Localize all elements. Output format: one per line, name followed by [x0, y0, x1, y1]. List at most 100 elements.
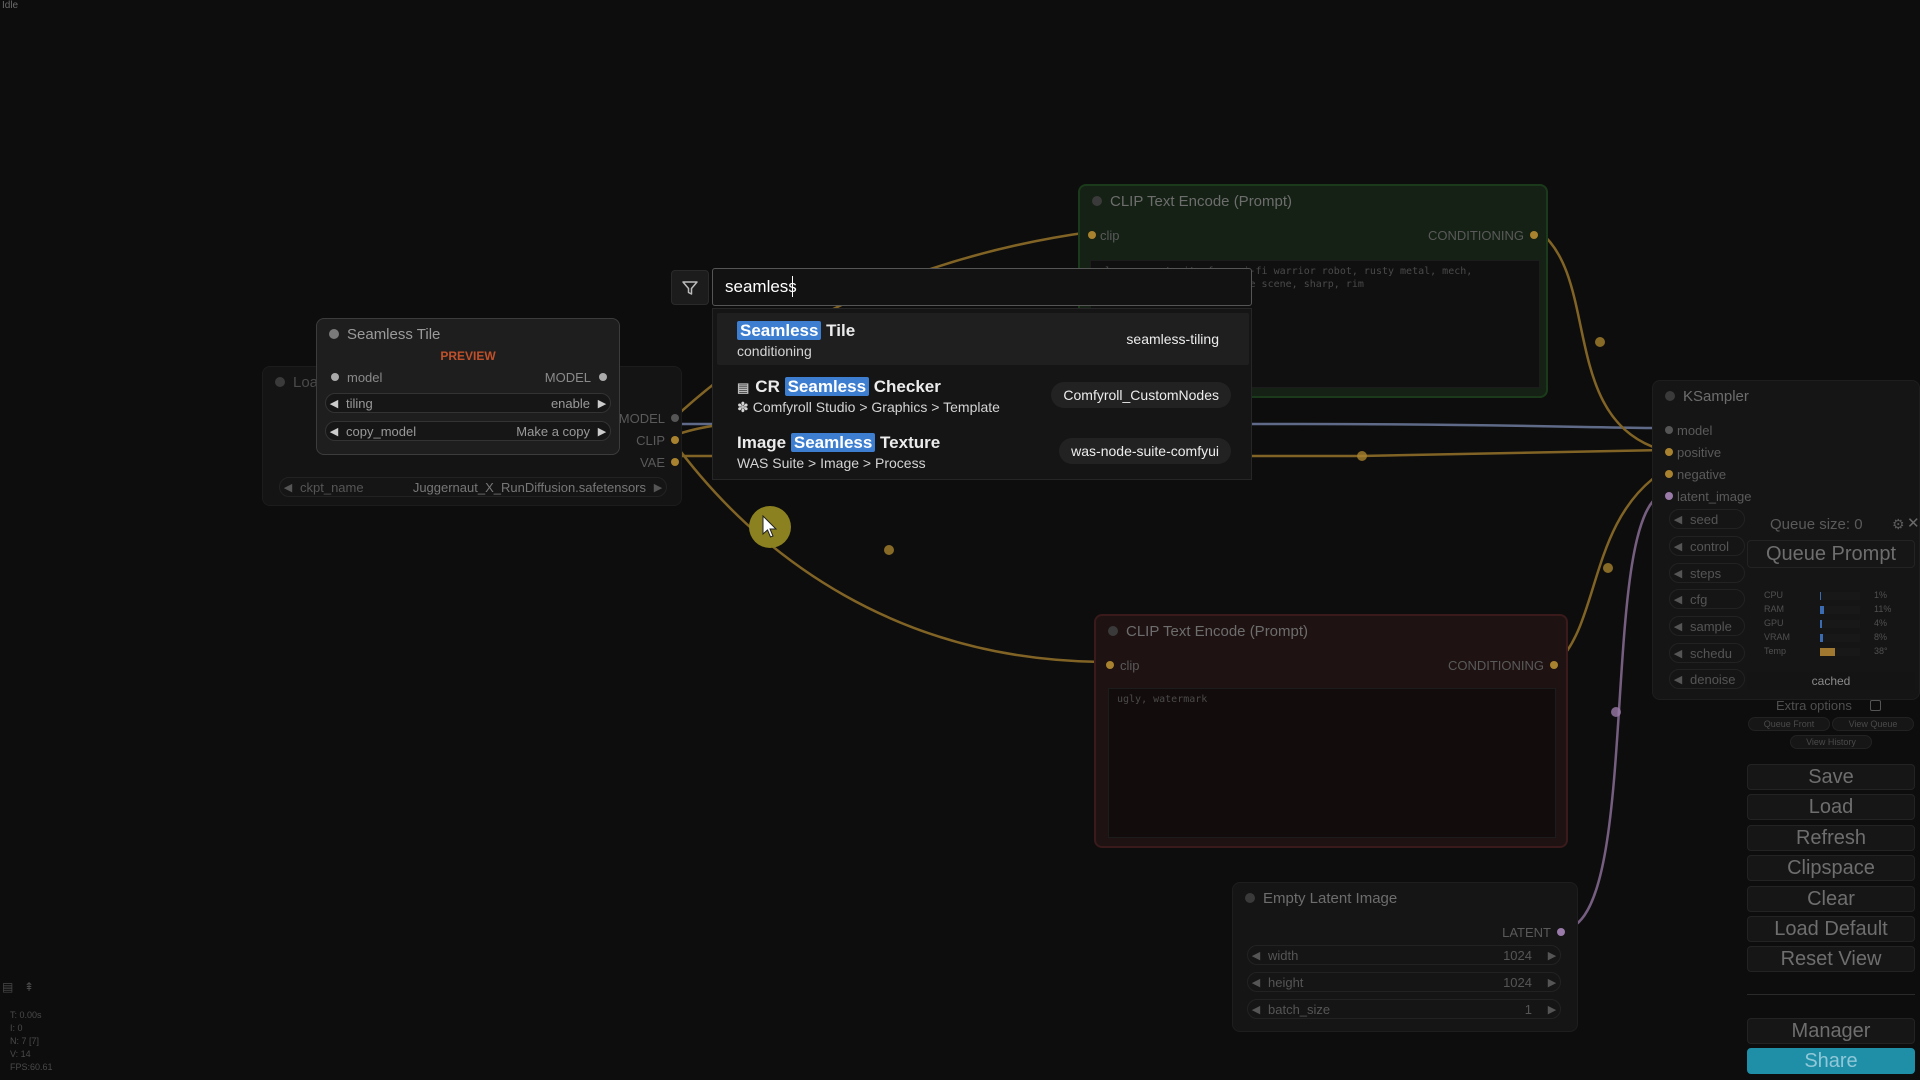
- gear-icon[interactable]: ⚙: [1892, 516, 1905, 532]
- result-category: conditioning: [737, 343, 812, 359]
- load-default-button[interactable]: Load Default: [1747, 916, 1915, 942]
- copy-model-widget[interactable]: ◀ copy_model Make a copy ▶: [325, 421, 611, 441]
- ram-bar: [1820, 606, 1825, 614]
- ksampler-node[interactable]: KSampler model positive negative latent_…: [1652, 380, 1920, 700]
- node-search-input[interactable]: [712, 268, 1252, 306]
- node-title: CLIP Text Encode (Prompt): [1126, 622, 1309, 640]
- save-button[interactable]: Save: [1747, 764, 1915, 790]
- queue-front-button[interactable]: Queue Front: [1748, 717, 1830, 731]
- result-package-badge: seamless-tiling: [1126, 331, 1219, 347]
- input-model[interactable]: model: [1665, 423, 1712, 438]
- refresh-button[interactable]: Refresh: [1747, 825, 1915, 851]
- chevron-right-icon[interactable]: ▶: [597, 425, 607, 438]
- manager-button[interactable]: Manager: [1747, 1018, 1915, 1044]
- temp-bar: [1820, 648, 1836, 656]
- node-title: CLIP Text Encode (Prompt): [1110, 192, 1293, 210]
- close-icon[interactable]: ✕: [1907, 515, 1920, 532]
- node-title: Loa: [293, 373, 319, 391]
- output-conditioning[interactable]: CONDITIONING: [1428, 228, 1538, 243]
- reset-view-button[interactable]: Reset View: [1747, 946, 1915, 972]
- link-clip-to-neg: [670, 439, 1103, 664]
- input-clip[interactable]: clip: [1106, 658, 1140, 673]
- share-button[interactable]: Share: [1747, 1048, 1915, 1074]
- mouse-pointer-icon: [762, 514, 778, 538]
- menu-divider: [1747, 994, 1915, 995]
- link-pos-to-ksampler: [1539, 231, 1663, 452]
- output-clip[interactable]: CLIP: [636, 433, 679, 448]
- input-latent-image[interactable]: latent_image: [1665, 489, 1751, 504]
- filter-button[interactable]: [671, 270, 709, 305]
- cfg-widget[interactable]: ◀cfg: [1669, 589, 1745, 609]
- node-title: Seamless Tile: [347, 325, 441, 343]
- list-icon[interactable]: ▤: [2, 980, 14, 994]
- input-model[interactable]: model: [331, 370, 382, 385]
- stat-n: N: 7 [7]: [10, 1036, 40, 1046]
- stat-i: I: 0: [10, 1023, 23, 1033]
- extra-options-label: Extra options: [1776, 698, 1852, 713]
- link-misc: [1359, 448, 1663, 458]
- chevron-right-icon[interactable]: ▶: [597, 397, 607, 410]
- search-results: Seamless Tile conditioning seamless-tili…: [712, 308, 1252, 480]
- output-model[interactable]: MODEL: [545, 370, 607, 385]
- filter-icon: [682, 280, 698, 295]
- steps-widget[interactable]: ◀steps: [1669, 563, 1745, 583]
- reroute-dot: [1595, 337, 1605, 347]
- chevron-right-icon[interactable]: ▶: [653, 481, 663, 494]
- link-neg-to-ksampler: [1557, 470, 1663, 663]
- chevron-left-icon[interactable]: ◀: [283, 481, 293, 494]
- input-clip[interactable]: clip: [1088, 228, 1120, 243]
- node-title: KSampler: [1683, 387, 1749, 405]
- cached-status: cached: [1747, 672, 1915, 690]
- status-idle: Idle: [2, 0, 19, 11]
- result-package-badge: was-node-suite-comfyui: [1059, 438, 1231, 464]
- input-negative[interactable]: negative: [1665, 467, 1726, 482]
- input-positive[interactable]: positive: [1665, 445, 1721, 460]
- load-button[interactable]: Load: [1747, 794, 1915, 820]
- clip-text-encode-negative-node[interactable]: CLIP Text Encode (Prompt) clip CONDITION…: [1094, 614, 1568, 848]
- scheduler-widget[interactable]: ◀schedu: [1669, 643, 1745, 663]
- control-widget[interactable]: ◀control: [1669, 536, 1745, 556]
- output-conditioning[interactable]: CONDITIONING: [1448, 658, 1558, 673]
- output-latent[interactable]: LATENT: [1502, 925, 1565, 940]
- result-category: WAS Suite > Image > Process: [737, 455, 926, 471]
- prompt-textarea[interactable]: ugly, watermark: [1108, 688, 1556, 838]
- preview-label: PREVIEW: [440, 349, 496, 363]
- stat-fps: FPS:60.61: [10, 1062, 53, 1072]
- chevron-left-icon[interactable]: ◀: [329, 425, 339, 438]
- clear-button[interactable]: Clear: [1747, 886, 1915, 912]
- seamless-tile-node[interactable]: Seamless Tile PREVIEW model MODEL ◀ tili…: [316, 318, 620, 455]
- reroute-dot: [1611, 707, 1621, 717]
- search-result-item[interactable]: Image Seamless Texture WAS Suite > Image…: [717, 425, 1249, 477]
- stat-time: T: 0.00s: [10, 1010, 42, 1020]
- view-history-button[interactable]: View History: [1790, 735, 1872, 749]
- seed-widget[interactable]: ◀seed: [1669, 509, 1745, 529]
- reroute-dot: [884, 545, 894, 555]
- gear-icon: ✽: [737, 399, 749, 415]
- output-vae[interactable]: VAE: [640, 455, 679, 470]
- ckpt-name-widget[interactable]: ◀ ckpt_name Juggernaut_X_RunDiffusion.sa…: [279, 477, 667, 497]
- queue-prompt-button[interactable]: Queue Prompt: [1747, 540, 1915, 568]
- sampler-widget[interactable]: ◀sample: [1669, 616, 1745, 636]
- output-model[interactable]: MODEL: [619, 411, 679, 426]
- search-result-item[interactable]: ▤CR Seamless Checker ✽Comfyroll Studio >…: [717, 369, 1249, 421]
- vram-bar: [1820, 634, 1824, 642]
- search-result-item[interactable]: Seamless Tile conditioning seamless-tili…: [717, 313, 1249, 365]
- chevron-left-icon[interactable]: ◀: [329, 397, 339, 410]
- link-model-to-ksampler: [672, 422, 1663, 430]
- pin-icon[interactable]: ⇞: [24, 980, 35, 994]
- view-queue-button[interactable]: View Queue: [1832, 717, 1914, 731]
- extra-options-checkbox[interactable]: [1870, 700, 1881, 711]
- reroute-dot: [1357, 451, 1367, 461]
- clipspace-button[interactable]: Clipspace: [1747, 855, 1915, 881]
- tiling-widget[interactable]: ◀ tiling enable ▶: [325, 393, 611, 413]
- queue-size-label: Queue size: 0: [1770, 516, 1863, 533]
- denoise-widget[interactable]: ◀denoise: [1669, 669, 1745, 689]
